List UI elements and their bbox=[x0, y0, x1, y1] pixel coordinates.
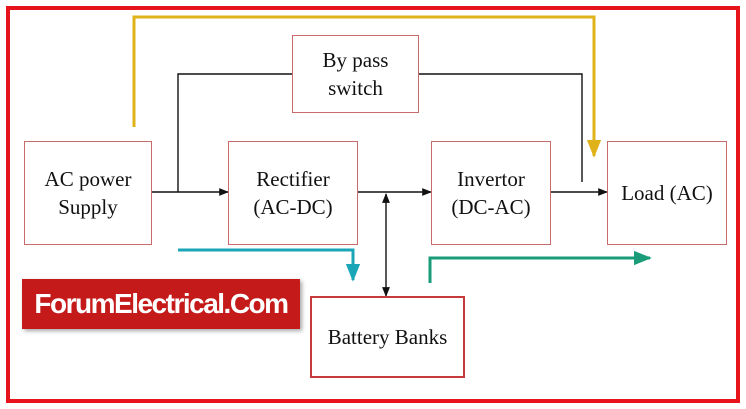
discharge-path-line bbox=[428, 250, 652, 283]
battery-banks-block: Battery Banks bbox=[310, 296, 465, 378]
rectifier-block: Rectifier (AC-DC) bbox=[228, 141, 358, 245]
bypass-path-line bbox=[132, 15, 602, 158]
load-block: Load (AC) bbox=[607, 141, 727, 245]
bypass-switch-block: By pass switch bbox=[292, 35, 419, 113]
ac-power-supply-block: AC power Supply bbox=[24, 141, 152, 245]
invertor-block: Invertor (DC-AC) bbox=[431, 141, 551, 245]
bypass-switch-line bbox=[177, 73, 583, 192]
brand-watermark: ForumElectrical.Com bbox=[22, 279, 300, 329]
charge-path-line bbox=[178, 248, 361, 282]
outer-frame bbox=[6, 6, 740, 403]
